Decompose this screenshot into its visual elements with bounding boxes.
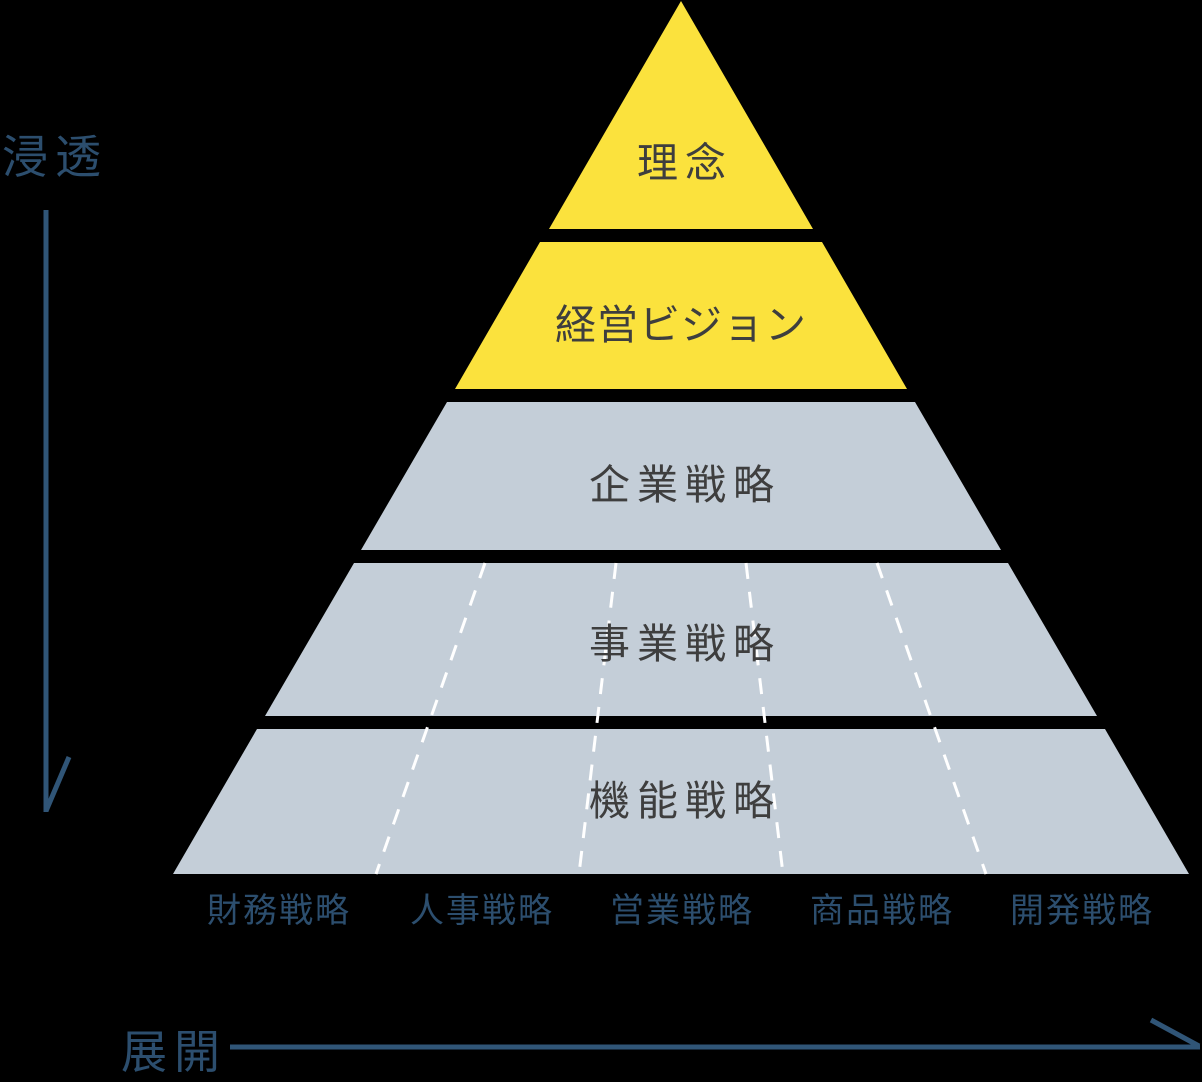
layer-label-functional-strategy: 機能戦略 — [589, 778, 781, 824]
functional-divider-line-2 — [577, 562, 618, 875]
deployment-axis-arrow — [230, 1017, 1201, 1050]
layer-shape-functional-strategy — [173, 729, 1189, 874]
layer-label-philosophy: 理念 — [637, 140, 733, 186]
left-axis-label: 浸透 — [2, 131, 108, 183]
layer-label-corporate-strategy: 企業戦略 — [589, 462, 781, 508]
layer-shape-philosophy — [549, 1, 813, 229]
base-label-development-strategy: 開発戦略 — [1010, 892, 1154, 930]
layer-label-vision: 経営ビジョン — [555, 302, 807, 348]
layer-shape-vision — [455, 242, 907, 389]
base-label-sales-strategy: 営業戦略 — [610, 892, 754, 930]
arrow-head — [1149, 1017, 1201, 1049]
functional-divider-line-3 — [744, 562, 785, 875]
base-label-hr-strategy: 人事戦略 — [410, 892, 554, 930]
functional-divider-line-4 — [875, 562, 988, 875]
bottom-axis-label: 展開 — [121, 1026, 227, 1078]
base-label-finance-strategy: 財務戦略 — [207, 892, 351, 930]
layer-label-business-strategy: 事業戦略 — [589, 621, 781, 667]
layer-shape-corporate-strategy — [361, 402, 1001, 550]
arrow-head — [43, 756, 72, 812]
base-label-product-strategy: 商品戦略 — [810, 892, 954, 930]
penetration-axis-arrow — [43, 210, 72, 812]
functional-divider-line-1 — [374, 562, 487, 875]
